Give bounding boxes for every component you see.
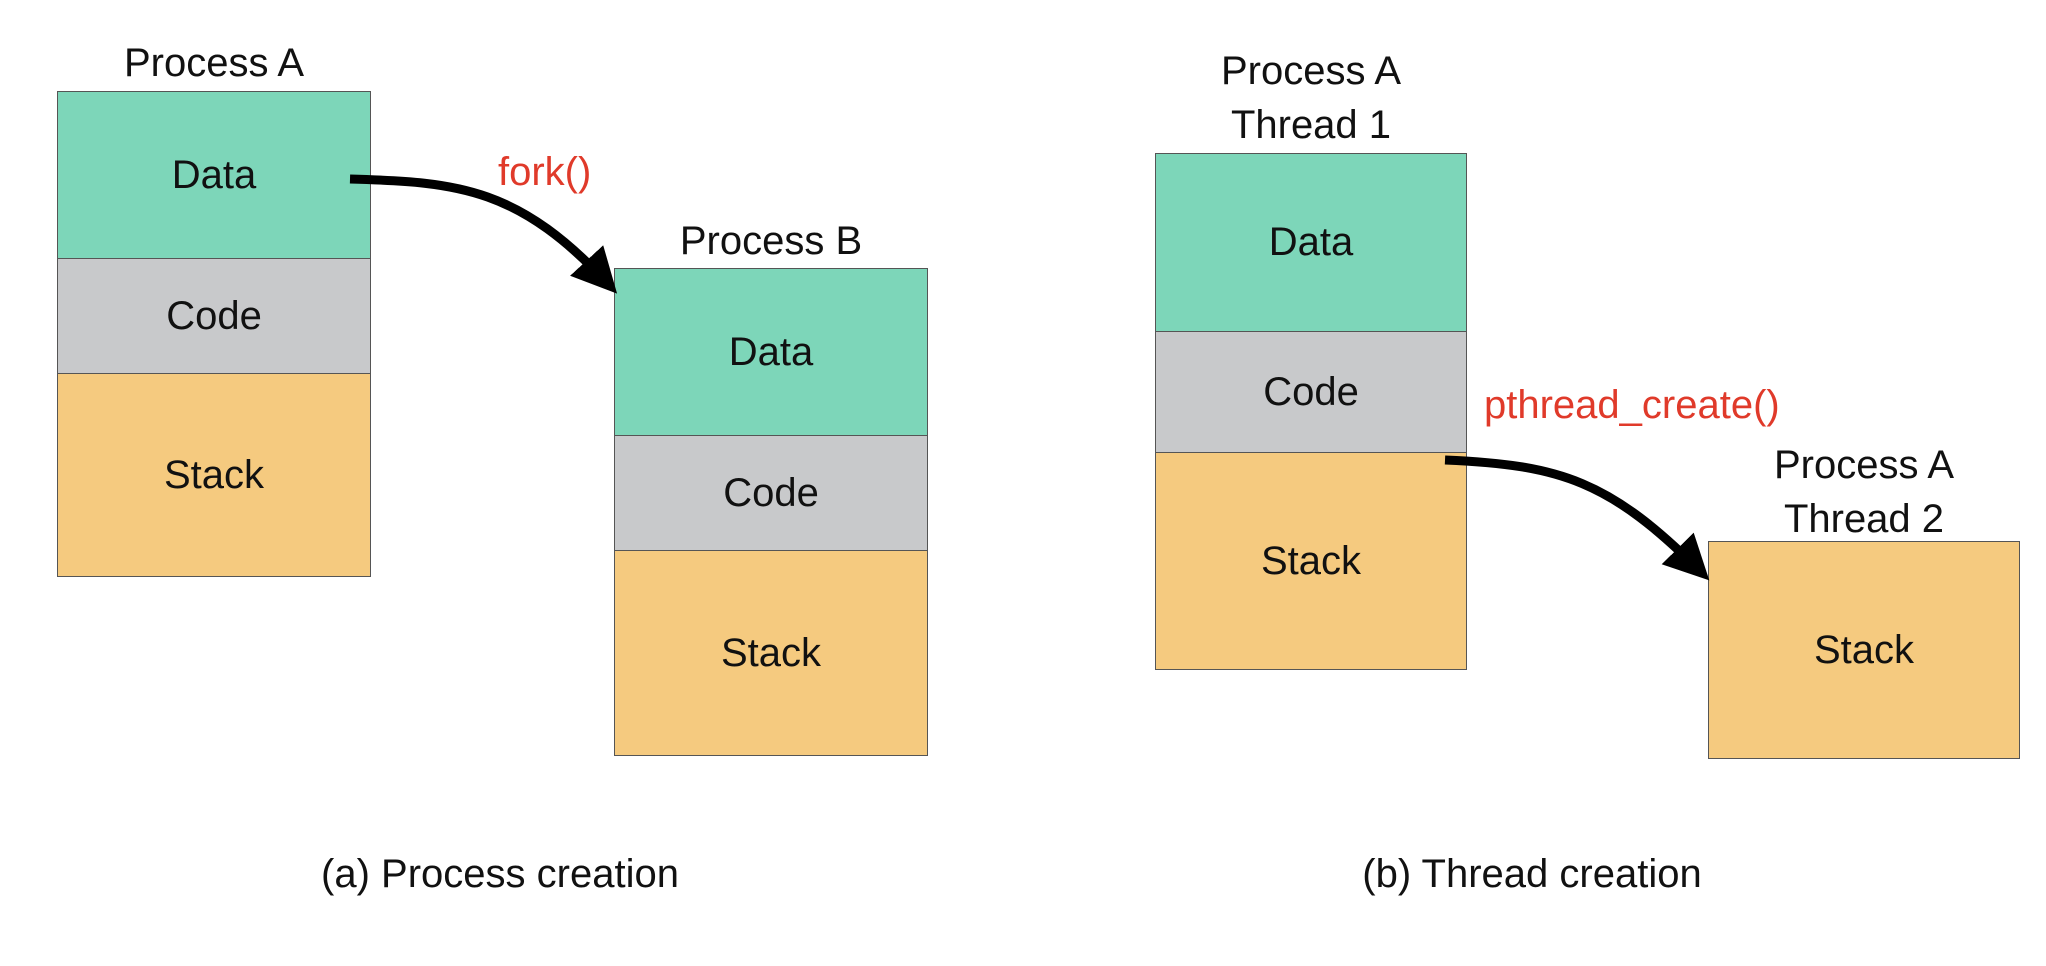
process-a-stack-segment: Stack [58, 373, 370, 576]
process-a-title: Process A [123, 41, 305, 85]
thread-2-title-process: Process A [1773, 443, 1955, 487]
process-b-title: Process B [679, 219, 863, 263]
thread-1-title-process: Process A [1220, 49, 1402, 93]
thread-1-data-segment: Data [1156, 154, 1466, 331]
thread-1-title: Process A Thread 1 [1155, 44, 1467, 152]
thread-1-title-thread: Thread 1 [1230, 103, 1392, 147]
fork-call-label: fork() [498, 150, 592, 194]
process-creation-caption: (a) Process creation [321, 852, 679, 896]
thread-2-stack-segment: Stack [1709, 542, 2019, 758]
process-a-data-segment: Data [58, 92, 370, 258]
thread-1-stack-segment: Stack [1156, 452, 1466, 669]
process-a-code-segment: Code [58, 258, 370, 373]
fork-arrow [349, 174, 618, 294]
thread-creation-caption: (b) Thread creation [1362, 852, 1702, 896]
process-b-memory: Data Code Stack [614, 268, 928, 756]
thread-2-title: Process A Thread 2 [1708, 438, 2020, 546]
thread-1-memory: Data Code Stack [1155, 153, 1467, 670]
process-b-data-segment: Data [615, 269, 927, 435]
pthread-create-call-label: pthread_create() [1484, 383, 1780, 427]
process-a-memory: Data Code Stack [57, 91, 371, 577]
thread-1-code-segment: Code [1156, 331, 1466, 452]
thread-2-title-thread: Thread 2 [1783, 497, 1945, 541]
process-b-code-segment: Code [615, 435, 927, 550]
thread-2-memory: Stack [1708, 541, 2020, 759]
process-b-stack-segment: Stack [615, 550, 927, 755]
pthread-create-arrow [1444, 455, 1710, 581]
